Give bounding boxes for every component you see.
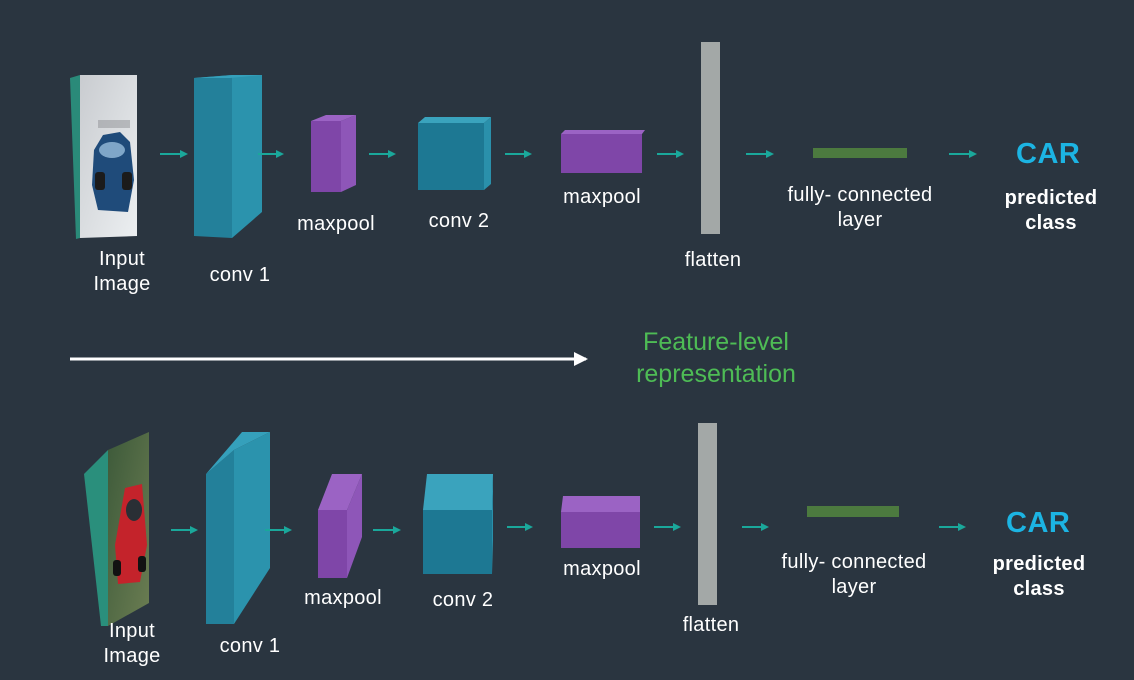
fc-layer-top [813,148,907,158]
conv1-block-top [194,75,262,238]
predicted-car-top: CAR [1016,138,1081,170]
conv2-label-top: conv 2 [428,210,490,232]
red-car-photo-icon [113,484,147,584]
maxpool1-label-bottom: maxpool [304,587,382,609]
maxpool2-label-top: maxpool [563,186,641,208]
pipeline-bottom [84,423,966,626]
conv2-block-top [418,117,491,190]
flatten-bar-bottom [698,423,717,605]
fc-layer-bottom [807,506,899,517]
fc-label-top: fully- connected layer [787,184,933,231]
predicted-class-label-top: predicted class [1004,187,1098,234]
maxpool2-block-bottom [561,496,640,548]
conv2-label-bottom: conv 2 [432,589,494,611]
predicted-car-bottom: CAR [1006,507,1071,539]
conv1-block-bottom [206,432,270,624]
flatten-bar-top [701,42,720,234]
flatten-label-bottom: flatten [682,614,740,636]
maxpool1-block-bottom [318,474,362,578]
fc-label-bottom: fully- connected layer [781,551,927,598]
feature-level-label: Feature-level representation [636,328,796,388]
pipeline-top [70,42,977,239]
conv1-label-top: conv 1 [209,264,271,286]
conv1-label-bottom: conv 1 [219,635,281,657]
maxpool1-block-top [311,115,356,192]
flatten-label-top: flatten [684,249,742,271]
conv2-block-bottom [423,474,493,574]
predicted-class-label-bottom: predicted class [992,553,1086,600]
maxpool2-label-bottom: maxpool [563,558,641,580]
input-image-bottom [84,432,149,626]
input-image-label-bottom: Input Image [103,620,161,667]
car-photo-icon [92,120,134,212]
input-image-label-top: Input Image [93,248,151,295]
maxpool1-label-top: maxpool [297,213,375,235]
maxpool2-block-top [561,130,645,173]
input-image-top [70,75,137,239]
